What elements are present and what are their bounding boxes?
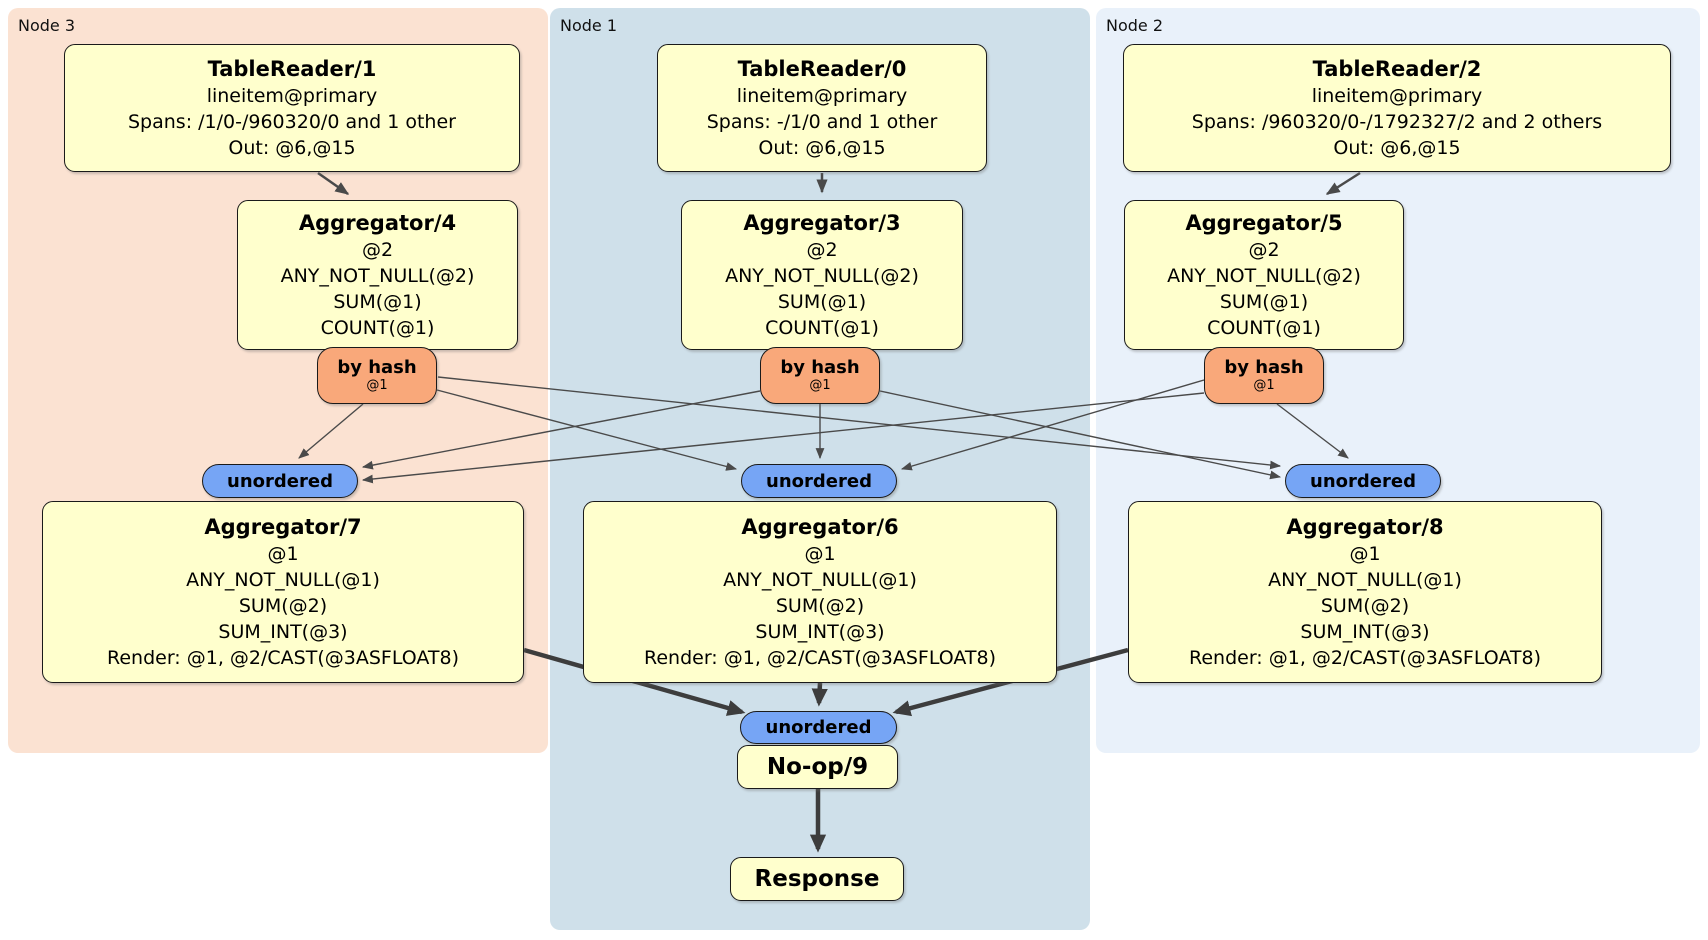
box-line: SUM(@2) [1320, 594, 1410, 617]
box-line: ANY_NOT_NULL(@2) [725, 264, 919, 287]
hash-router-node3: by hash @1 [317, 347, 437, 404]
edge-agg6-final-sync [811, 682, 828, 707]
box-line: lineitem@primary [1311, 84, 1483, 107]
aggregator-8-box: Aggregator/8 @1 ANY_NOT_NULL(@1) SUM(@2)… [1128, 501, 1602, 683]
box-title: Aggregator/3 [743, 210, 901, 235]
edge-r2-u3 [361, 392, 1205, 484]
edge-r3-u1 [436, 389, 738, 471]
router-label: by hash [337, 357, 417, 378]
box-line: Spans: /1/0-/960320/0 and 1 other [128, 110, 456, 133]
box-line: @1 [804, 542, 836, 565]
box-line: COUNT(@1) [765, 316, 879, 339]
sync-label: unordered [766, 470, 872, 492]
sync-label: unordered [1310, 470, 1416, 492]
box-line: ANY_NOT_NULL(@1) [1268, 568, 1462, 591]
box-line: SUM(@1) [333, 290, 422, 313]
box-line: SUM(@2) [238, 594, 328, 617]
box-line: ANY_NOT_NULL(@2) [1167, 264, 1361, 287]
aggregator-6-box: Aggregator/6 @1 ANY_NOT_NULL(@1) SUM(@2)… [583, 501, 1057, 683]
box-line: @2 [1248, 238, 1280, 261]
box-title: Aggregator/4 [298, 210, 457, 235]
box-title: Response [754, 866, 880, 892]
noop-box: No-op/9 [737, 745, 898, 789]
box-line: lineitem@primary [736, 84, 908, 107]
hash-router-node2: by hash @1 [1204, 347, 1324, 404]
aggregator-7-box: Aggregator/7 @1 ANY_NOT_NULL(@1) SUM(@2)… [42, 501, 524, 683]
box-title: Aggregator/8 [1286, 514, 1444, 539]
router-label: by hash [1224, 357, 1304, 378]
hash-router-mesh-edges [298, 376, 1349, 484]
box-line: Render: @1, @2/CAST(@3ASFLOAT8) [1189, 646, 1541, 669]
node-label: Node 2 [1106, 16, 1164, 35]
router-key: @1 [1253, 378, 1275, 393]
box-title: No-op/9 [766, 754, 869, 780]
edge-r3-u2 [437, 376, 1282, 470]
tablereader-to-aggregator-edges [317, 171, 1361, 196]
box-line: Out: @6,@15 [228, 136, 356, 159]
router-key: @1 [809, 378, 831, 393]
box-line: ANY_NOT_NULL(@1) [723, 568, 917, 591]
unordered-sync-node2: unordered [1285, 464, 1441, 498]
tablereader-1-box: TableReader/1 lineitem@primary Spans: /1… [64, 44, 520, 172]
box-line: SUM_INT(@3) [755, 620, 885, 643]
box-line: COUNT(@1) [320, 316, 435, 339]
edge-tr1-agg4 [317, 171, 350, 196]
box-line: SUM_INT(@3) [218, 620, 348, 643]
box-line: Render: @1, @2/CAST(@3ASFLOAT8) [644, 646, 996, 669]
edge-r1-u3 [361, 390, 761, 470]
box-title: TableReader/0 [737, 56, 907, 81]
box-line: @2 [806, 238, 838, 261]
box-line: @1 [267, 542, 299, 565]
box-line: ANY_NOT_NULL(@1) [186, 568, 380, 591]
box-title: Aggregator/5 [1185, 210, 1343, 235]
box-line: Render: @1, @2/CAST(@3ASFLOAT8) [107, 646, 459, 669]
node-label: Node 1 [560, 16, 618, 35]
edge-r3-u3 [298, 403, 364, 459]
tablereader-2-box: TableReader/2 lineitem@primary Spans: /9… [1123, 44, 1671, 172]
aggregator-5-box: Aggregator/5 @2 ANY_NOT_NULL(@2) SUM(@1)… [1124, 200, 1404, 350]
aggregator-3-box: Aggregator/3 @2 ANY_NOT_NULL(@2) SUM(@1)… [681, 200, 963, 350]
aggregator-4-box: Aggregator/4 @2 ANY_NOT_NULL(@2) SUM(@1)… [237, 200, 518, 350]
sync-label: unordered [227, 470, 333, 492]
box-line: SUM(@1) [777, 290, 867, 313]
box-line: SUM_INT(@3) [1300, 620, 1430, 643]
box-line: SUM(@2) [775, 594, 865, 617]
router-label: by hash [780, 357, 860, 378]
edge-r2-u2 [1276, 403, 1349, 459]
box-title: Aggregator/7 [204, 514, 362, 539]
node-label: Node 3 [18, 16, 76, 35]
box-title: TableReader/2 [1312, 56, 1482, 81]
box-line: Spans: /960320/0-/1792327/2 and 2 others [1191, 110, 1603, 133]
edge-tr2-agg5 [1325, 171, 1361, 196]
unordered-sync-final: unordered [740, 711, 897, 744]
box-line: Out: @6,@15 [1333, 136, 1461, 159]
box-title: TableReader/1 [207, 56, 377, 81]
box-line: @2 [361, 238, 394, 261]
edge-r2-u1 [900, 379, 1205, 471]
box-line: COUNT(@1) [1207, 316, 1321, 339]
sync-label: unordered [765, 717, 872, 738]
unordered-sync-node3: unordered [202, 464, 358, 498]
box-line: Spans: -/1/0 and 1 other [706, 110, 938, 133]
box-line: lineitem@primary [206, 84, 378, 107]
box-title: Aggregator/6 [741, 514, 899, 539]
tablereader-0-box: TableReader/0 lineitem@primary Spans: -/… [657, 44, 987, 172]
box-line: ANY_NOT_NULL(@2) [280, 264, 475, 287]
box-line: Out: @6,@15 [758, 136, 886, 159]
router-key: @1 [366, 378, 388, 393]
box-line: SUM(@1) [1219, 290, 1309, 313]
edge-r1-u2 [879, 390, 1282, 480]
unordered-sync-node1: unordered [741, 464, 897, 498]
hash-router-node1: by hash @1 [760, 347, 880, 404]
response-box: Response [730, 857, 904, 901]
box-line: @1 [1349, 542, 1381, 565]
